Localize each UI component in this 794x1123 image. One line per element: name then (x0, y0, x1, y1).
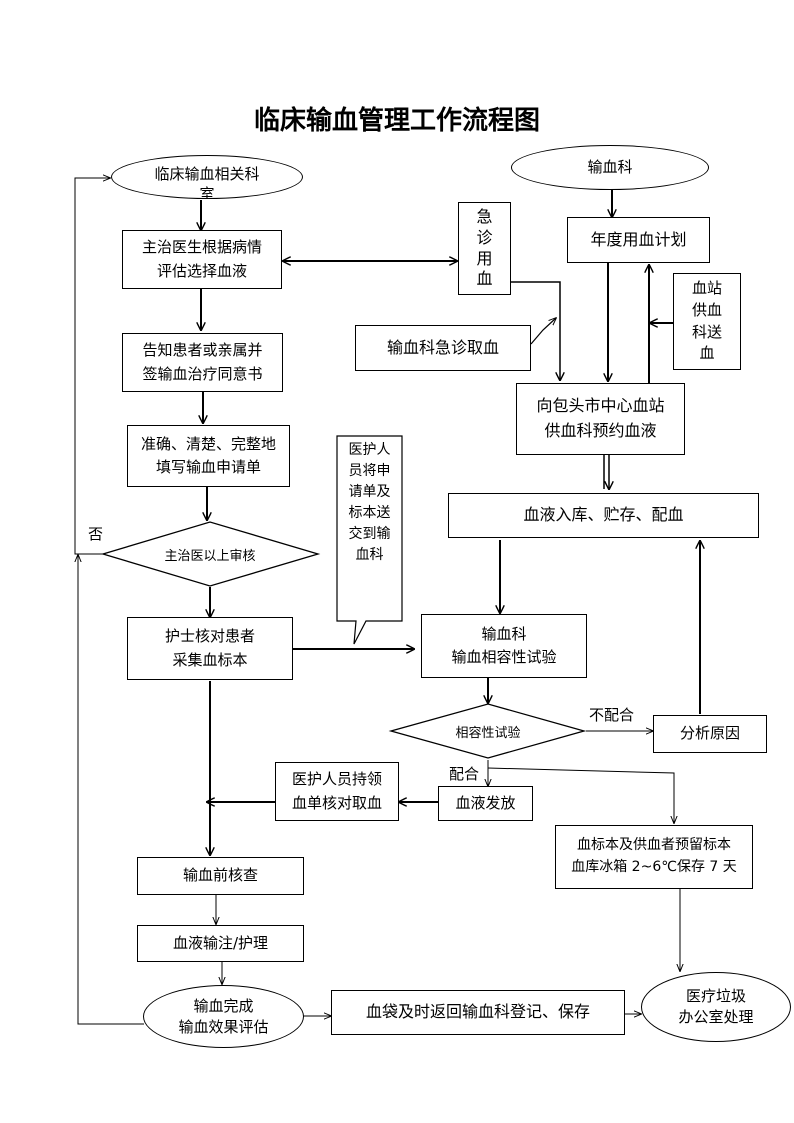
arrow-fetch-emergency (530, 318, 556, 345)
staff-fetch-box: 医护人员持领 血单核对取血 (275, 762, 399, 821)
arrow-diamond-to-sample (487, 767, 674, 823)
station-supply-box: 血站 供血 科送 血 (673, 273, 741, 370)
nurse-check-box: 护士核对患者 采集血标本 (127, 617, 293, 680)
order-blood-box: 向包头市中心血站 供血科预约血液 (516, 383, 685, 455)
label-match: 配合 (449, 765, 480, 783)
loop-review-no (74, 178, 110, 555)
dept-oval: 临床输血相关科 室 (111, 155, 303, 199)
analyze-box: 分析原因 (653, 715, 767, 753)
pre-check-box: 输血前核查 (137, 857, 304, 895)
loop-complete-back (78, 555, 144, 1025)
emergency-box: 急 诊 用 血 (458, 202, 511, 295)
page-title: 临床输血管理工作流程图 (253, 106, 540, 136)
infusion-box: 血液输注/护理 (137, 925, 304, 962)
emergency-fetch-box: 输血科急诊取血 (355, 325, 531, 371)
staff-note-callout (336, 435, 403, 645)
waste-oval: 医疗垃圾 办公室处理 (641, 972, 791, 1042)
doctor-eval-box: 主治医生根据病情 评估选择血液 (122, 230, 282, 289)
arrow-emergency-to-order (511, 281, 560, 380)
review-diamond (100, 521, 321, 587)
release-box: 血液发放 (438, 786, 533, 821)
label-no: 否 (88, 525, 104, 543)
blood-dept-oval: 输血科 (511, 145, 709, 190)
staff-note-text: 医护人 员将申 请单及 标本送 交到输 血科 (348, 442, 391, 563)
storage-box: 血液入库、贮存、配血 (448, 493, 759, 538)
annual-plan-box: 年度用血计划 (567, 217, 710, 263)
label-mismatch: 不配合 (589, 706, 635, 724)
inform-consent-box: 告知患者或亲属并 签输血治疗同意书 (122, 333, 283, 392)
bag-return-box: 血袋及时返回输血科登记、保存 (331, 990, 625, 1035)
fill-request-box: 准确、清楚、完整地 填写输血申请单 (127, 425, 290, 487)
sample-keep-box: 血标本及供血者预留标本 血库冰箱 2~6℃保存 7 天 (555, 825, 753, 889)
review-diamond-label: 主治医以上审核 (164, 548, 256, 564)
compat-test-box: 输血科 输血相容性试验 (421, 614, 587, 678)
compat-diamond-label: 相容性试验 (455, 725, 521, 741)
complete-oval: 输血完成 输血效果评估 (143, 985, 304, 1048)
compat-diamond (388, 703, 587, 759)
